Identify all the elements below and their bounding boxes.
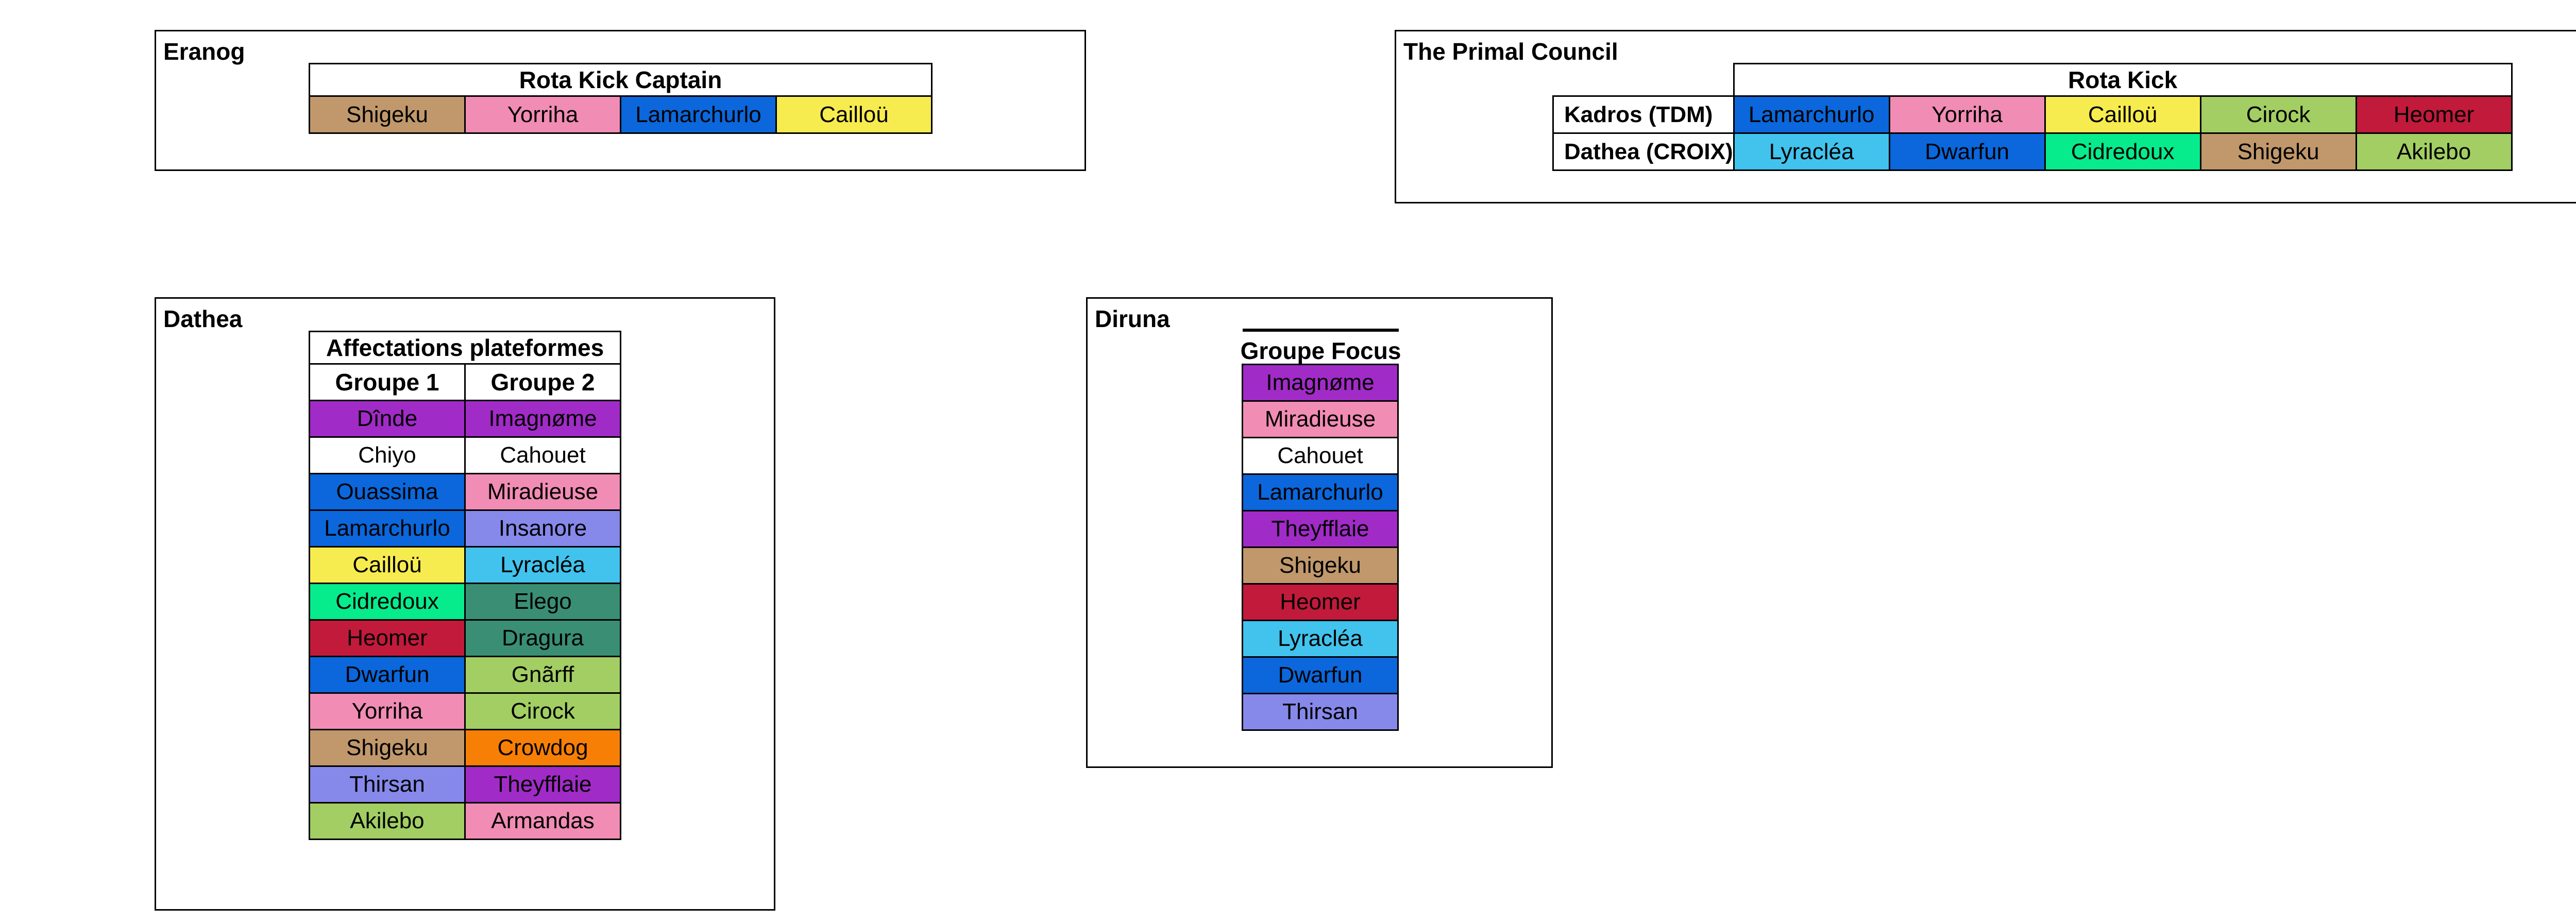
assignment-cell: Dînde xyxy=(309,400,466,438)
groupe1-header: Groupe 1 xyxy=(309,363,466,401)
diruna-box-label: Diruna xyxy=(1095,305,1170,332)
assignment-cell: Yorriha xyxy=(309,692,466,730)
assignment-cell: Lamarchurlo xyxy=(620,95,777,134)
assignment-cell: Lyracléa xyxy=(1242,620,1399,658)
dathea-box-label: Dathea xyxy=(163,305,243,332)
assignment-cell: Akilebo xyxy=(309,802,466,840)
groupe2-header: Groupe 2 xyxy=(464,363,621,401)
groupe-focus-boss-table: Imagnøme Miradieuse Cahouet Lamarchurlo … xyxy=(1242,364,1399,731)
focus-boss-divider-line xyxy=(1243,329,1399,332)
row-header-dathea: Dathea (CROIX) xyxy=(1552,132,1735,171)
assignment-cell: Imagnøme xyxy=(464,400,621,438)
assignment-cell: Cirock xyxy=(2199,95,2357,134)
assignment-cell: Crowdog xyxy=(464,729,621,767)
assignment-cell: Theyfflaie xyxy=(464,765,621,804)
rota-kick-table: Rota Kick Kadros (TDM) Lamarchurlo Yorri… xyxy=(1552,63,2513,171)
assignment-cell: Cailloü xyxy=(775,95,933,134)
assignment-cell: Dwarfun xyxy=(1242,656,1399,694)
assignment-cell: Imagnøme xyxy=(1242,364,1399,402)
assignment-cell: Dragura xyxy=(464,619,621,657)
assignment-cell: Lyracléa xyxy=(1733,132,1890,171)
assignment-cell: Yorriha xyxy=(464,95,621,134)
assignment-cell: Ouassima xyxy=(309,473,466,511)
assignment-cell: Chiyo xyxy=(309,436,466,474)
assignment-cell: Elego xyxy=(464,583,621,621)
assignment-cell: Lamarchurlo xyxy=(1242,473,1399,511)
rota-kick-title: Rota Kick xyxy=(1733,63,2513,97)
assignment-cell: Shigeku xyxy=(309,95,466,134)
assignment-cell: Lamarchurlo xyxy=(309,509,466,548)
assignment-cell: Miradieuse xyxy=(1242,400,1399,438)
assignment-cell: Akilebo xyxy=(2355,132,2513,171)
assignment-cell: Yorriha xyxy=(1888,95,2046,134)
eranog-box-label: Eranog xyxy=(163,38,245,65)
assignment-cell: Heomer xyxy=(2355,95,2513,134)
assignment-cell: Thirsan xyxy=(1242,693,1399,731)
assignment-cell: Shigeku xyxy=(1242,546,1399,585)
assignment-cell: Cahouet xyxy=(1242,437,1399,475)
assignment-cell: Armandas xyxy=(464,802,621,840)
assignment-cell: Dwarfun xyxy=(1888,132,2046,171)
assignment-cell: Cidredoux xyxy=(309,583,466,621)
assignment-cell: Gnãrff xyxy=(464,656,621,694)
rota-kick-captain-table: Rota Kick Captain Shigeku Yorriha Lamarc… xyxy=(309,63,933,134)
assignment-cell: Insanore xyxy=(464,509,621,548)
assignment-cell: Shigeku xyxy=(2199,132,2357,171)
assignment-cell: Cailloü xyxy=(2044,95,2201,134)
assignment-cell: Dwarfun xyxy=(309,656,466,694)
assignment-cell: Heomer xyxy=(1242,583,1399,621)
empty-cell xyxy=(1553,64,1734,96)
assignment-cell: Thirsan xyxy=(309,765,466,804)
assignment-cell: Cidredoux xyxy=(2044,132,2201,171)
assignment-cell: Cailloü xyxy=(309,546,466,584)
assignment-cell: Lyracléa xyxy=(464,546,621,584)
affectations-plateformes-table: Affectations plateformes Groupe 1 Groupe… xyxy=(309,331,621,840)
assignment-cell: Miradieuse xyxy=(464,473,621,511)
assignment-cell: Shigeku xyxy=(309,729,466,767)
assignment-cell: Theyfflaie xyxy=(1242,510,1399,548)
row-header-kadros: Kadros (TDM) xyxy=(1552,95,1735,134)
affectations-title: Affectations plateformes xyxy=(309,331,621,365)
assignment-cell: Cahouet xyxy=(464,436,621,474)
rota-kick-captain-title: Rota Kick Captain xyxy=(309,63,933,97)
primal-council-box-label: The Primal Council xyxy=(1403,38,1618,65)
assignment-cell: Heomer xyxy=(309,619,466,657)
assignment-cell: Cirock xyxy=(464,692,621,730)
assignment-cell: Lamarchurlo xyxy=(1733,95,1890,134)
